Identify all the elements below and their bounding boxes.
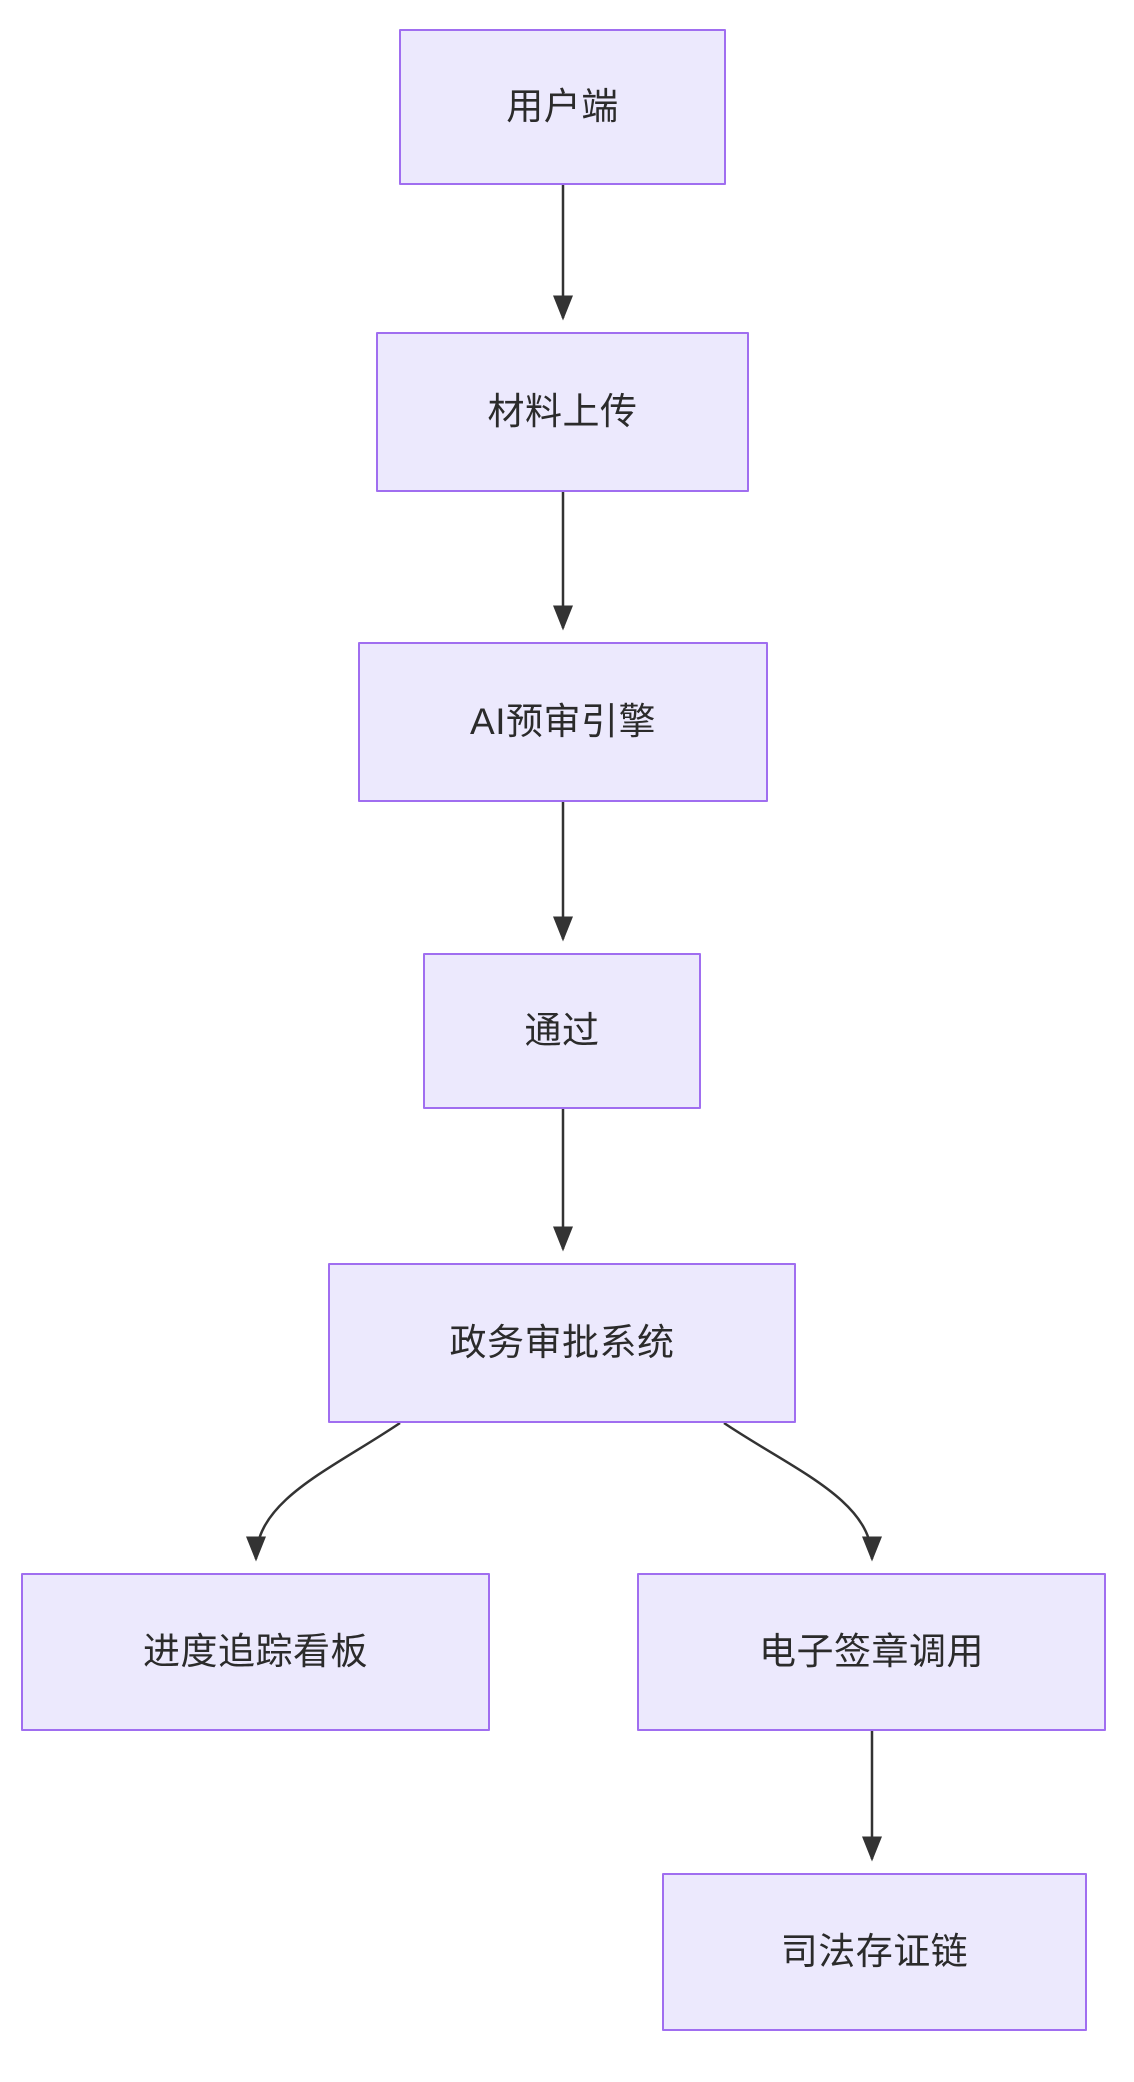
node-pass[interactable]: 通过 (423, 953, 701, 1109)
node-user-client[interactable]: 用户端 (399, 29, 726, 185)
node-label: 政务审批系统 (449, 1321, 675, 1363)
node-progress-tracking-board[interactable]: 进度追踪看板 (21, 1573, 490, 1731)
node-label: AI预审引擎 (470, 700, 656, 742)
node-label: 电子签章调用 (759, 1630, 984, 1672)
node-judicial-evidence-chain[interactable]: 司法存证链 (662, 1873, 1087, 2031)
node-label: 通过 (524, 1009, 600, 1051)
node-material-upload[interactable]: 材料上传 (376, 332, 749, 492)
node-label: 材料上传 (487, 390, 638, 432)
node-label: 司法存证链 (780, 1930, 969, 1972)
edge-n5-n7 (723, 1421, 882, 1562)
node-label: 用户端 (506, 85, 619, 127)
node-government-approval-system[interactable]: 政务审批系统 (328, 1263, 796, 1423)
node-label: 进度追踪看板 (143, 1630, 368, 1672)
node-ai-prereview-engine[interactable]: AI预审引擎 (358, 642, 768, 802)
node-electronic-seal-invocation[interactable]: 电子签章调用 (637, 1573, 1106, 1731)
edge-n5-n6 (246, 1421, 401, 1562)
